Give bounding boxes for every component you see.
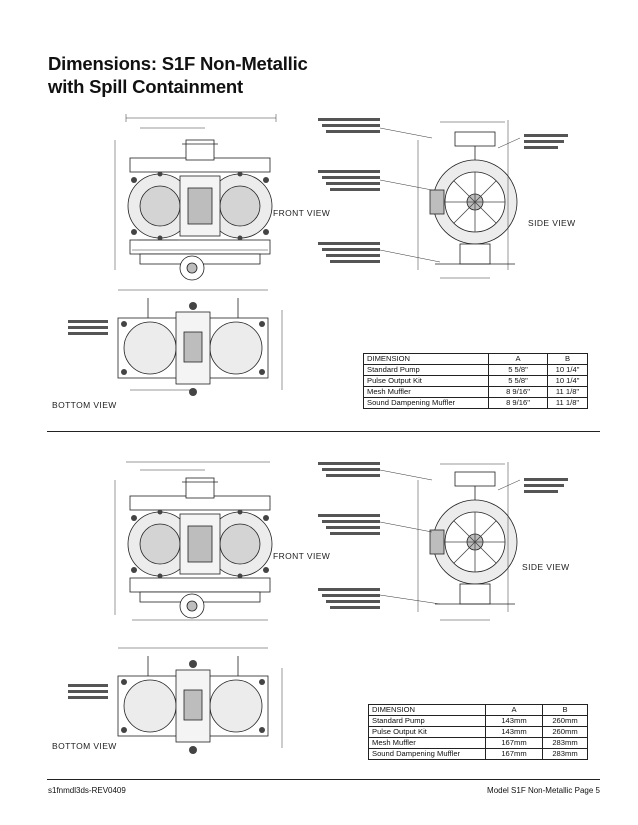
table-row: Pulse Output Kit 5 5/8" 10 1/4"	[363, 375, 588, 387]
table-cell: 11 1/8"	[547, 386, 588, 398]
table-cell: 11 1/8"	[547, 397, 588, 409]
table-cell: Mesh Muffler	[363, 386, 489, 398]
table-cell: 5 5/8"	[488, 375, 548, 387]
table-header-b: B	[542, 704, 588, 716]
table-cell: 260mm	[542, 715, 588, 727]
table-cell: Sound Dampening Muffler	[368, 748, 486, 760]
footer-rule	[47, 779, 600, 780]
bottom-view-label: BOTTOM VIEW	[52, 400, 117, 410]
table-row: Mesh Muffler 8 9/16" 11 1/8"	[363, 386, 588, 398]
table-cell: 143mm	[485, 715, 543, 727]
page-title-line2: with Spill Containment	[48, 76, 243, 97]
side-view-label-metric: SIDE VIEW	[522, 562, 570, 572]
table-cell: 8 9/16"	[488, 397, 548, 409]
table-cell: Pulse Output Kit	[368, 726, 486, 738]
footer-doc-code: s1fnmdl3ds-REV0409	[48, 786, 126, 795]
table-header-a: A	[485, 704, 543, 716]
table-cell: 10 1/4"	[547, 364, 588, 376]
page-title-line1: Dimensions: S1F Non-Metallic	[48, 53, 308, 74]
page-title: Dimensions: S1F Non-Metallic with Spill …	[48, 52, 308, 98]
table-header-row: DIMENSION A B	[363, 353, 588, 365]
table-cell: Sound Dampening Muffler	[363, 397, 489, 409]
table-cell: 10 1/4"	[547, 375, 588, 387]
table-cell: 283mm	[542, 748, 588, 760]
bottom-view-label-metric: BOTTOM VIEW	[52, 741, 117, 751]
dimension-table-standard: DIMENSION A B Standard Pump 5 5/8" 10 1/…	[363, 353, 588, 409]
table-header-row: DIMENSION A B	[368, 704, 588, 716]
table-cell: Mesh Muffler	[368, 737, 486, 749]
table-cell: 5 5/8"	[488, 364, 548, 376]
table-row: Standard Pump 5 5/8" 10 1/4"	[363, 364, 588, 376]
table-cell: Standard Pump	[368, 715, 486, 727]
table-row: Standard Pump 143mm 260mm	[368, 715, 588, 727]
table-cell: 8 9/16"	[488, 386, 548, 398]
table-row: Pulse Output Kit 143mm 260mm	[368, 726, 588, 738]
table-cell: 283mm	[542, 737, 588, 749]
table-cell: 167mm	[485, 737, 543, 749]
dimension-table-metric: DIMENSION A B Standard Pump 143mm 260mm …	[368, 704, 588, 760]
table-row: Sound Dampening Muffler 167mm 283mm	[368, 748, 588, 760]
footer-page-label: Model S1F Non-Metallic Page 5	[487, 786, 600, 795]
table-row: Sound Dampening Muffler 8 9/16" 11 1/8"	[363, 397, 588, 409]
table-cell: 143mm	[485, 726, 543, 738]
table-cell: 167mm	[485, 748, 543, 760]
front-view-label: FRONT VIEW	[273, 208, 331, 218]
table-row: Mesh Muffler 167mm 283mm	[368, 737, 588, 749]
table-cell: Standard Pump	[363, 364, 489, 376]
table-header-b: B	[547, 353, 588, 365]
table-cell: Pulse Output Kit	[363, 375, 489, 387]
table-header-dimension: DIMENSION	[363, 353, 489, 365]
side-view-label: SIDE VIEW	[528, 218, 576, 228]
section-divider	[47, 431, 600, 432]
front-view-label-metric: FRONT VIEW	[273, 551, 331, 561]
table-cell: 260mm	[542, 726, 588, 738]
table-header-dimension: DIMENSION	[368, 704, 486, 716]
table-header-a: A	[488, 353, 548, 365]
